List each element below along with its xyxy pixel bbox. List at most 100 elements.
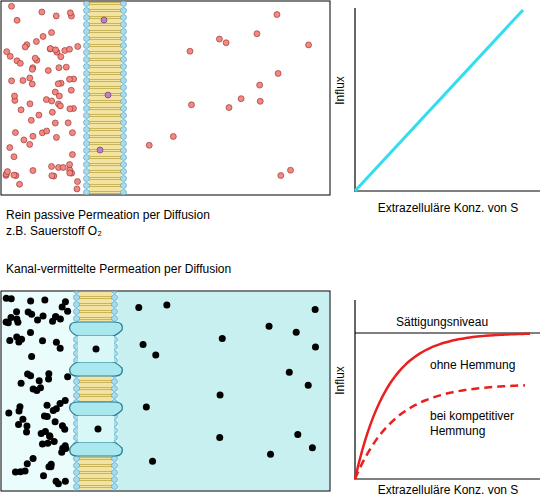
molecule-dot (170, 134, 176, 140)
molecule-dot (238, 96, 244, 102)
molecule-dot (33, 39, 39, 45)
molecule-dot (40, 33, 46, 39)
molecule-dot (22, 44, 28, 50)
molecule-dot (55, 480, 62, 487)
molecule-dot (57, 345, 64, 352)
molecule-dot (288, 167, 294, 173)
molecule-dot (11, 172, 17, 178)
molecule-dot (11, 154, 17, 160)
molecule-dot (27, 141, 33, 147)
axis-title: Influx (333, 366, 348, 395)
molecule-dot (12, 93, 18, 99)
molecule-dot (49, 98, 55, 104)
molecule-dot (13, 316, 20, 323)
molecule-dot (40, 312, 47, 319)
molecule-dot (52, 418, 59, 425)
oxygen-molecules (3, 3, 312, 192)
saturation-chart (354, 300, 540, 479)
molecule-dot (163, 302, 170, 309)
molecule-dot (53, 47, 59, 53)
molecule-dot (67, 161, 73, 167)
molecule-dot (12, 130, 18, 136)
molecule-dot (293, 329, 300, 336)
molecule-dot (45, 370, 52, 377)
molecule-dot (135, 304, 142, 311)
molecule-dot (17, 181, 23, 187)
molecule-dot (105, 92, 111, 98)
molecule-dot (275, 70, 281, 76)
molecule-dot (95, 426, 102, 433)
molecule-dot (45, 68, 51, 74)
lipid-bilayer (73, 292, 118, 491)
axis-title: Extrazelluläre Konz. von S (378, 483, 519, 498)
molecule-dot (30, 455, 37, 462)
molecule-dot (219, 335, 226, 342)
channel-pore (78, 416, 114, 442)
molecule-dot (62, 478, 69, 485)
molecule-dot (28, 117, 34, 123)
molecule-dot (309, 444, 316, 451)
molecule-dot (75, 43, 81, 49)
molecule-dot (47, 46, 53, 52)
molecule-dot (44, 402, 51, 409)
lipid-bilayer (83, 2, 127, 195)
molecule-dot (305, 382, 312, 389)
molecule-dot (62, 397, 69, 404)
molecule-dot (49, 30, 55, 36)
molecule-dot (69, 130, 75, 136)
molecule-dot (52, 120, 58, 126)
molecule-dot (19, 416, 26, 423)
molecule-dot (3, 295, 10, 302)
molecule-dot (67, 10, 73, 16)
molecule-dot (53, 405, 60, 412)
molecule-dot (306, 42, 312, 48)
molecule-dot (30, 386, 37, 393)
molecule-dot (28, 353, 35, 360)
molecule-dot (274, 12, 280, 18)
molecule-dot (217, 392, 224, 399)
molecule-dot (30, 133, 36, 139)
extracellular-space (118, 292, 329, 490)
molecule-dot (4, 49, 10, 55)
molecule-dot (152, 351, 159, 358)
molecule-dot (7, 145, 13, 151)
curve-label: Sättigungsniveau (396, 315, 488, 330)
molecule-dot (18, 336, 25, 343)
molecule-dot (16, 403, 23, 410)
molecule-dot (17, 60, 23, 66)
molecule-dot (56, 65, 62, 71)
molecule-dot (101, 17, 107, 23)
molecule-dot (216, 434, 223, 441)
uninhibited-curve (355, 334, 530, 479)
molecule-dot (39, 9, 45, 15)
molecule-dot (149, 458, 156, 465)
molecule-dot (67, 170, 73, 176)
molecule-dot (257, 98, 263, 104)
molecule-dot (18, 380, 25, 387)
y-axis (354, 8, 355, 191)
molecule-dot (286, 369, 293, 376)
channel-protein (70, 322, 123, 336)
axis-title: Influx (333, 76, 348, 105)
molecule-dot (58, 449, 65, 456)
molecule-dot (6, 337, 13, 344)
molecule-dot (29, 81, 35, 87)
molecule-dot (97, 147, 103, 153)
curve-label: ohne Hemmung (430, 358, 515, 373)
x-axis (354, 478, 540, 479)
molecule-dot (36, 112, 42, 118)
molecule-dot (46, 433, 53, 440)
molecule-dot (44, 128, 50, 134)
compartment-box (1, 291, 330, 491)
molecule-dot (39, 440, 46, 447)
molecule-dot (60, 164, 66, 170)
molecule-dot (3, 318, 10, 325)
molecule-dot (18, 107, 24, 113)
molecule-dot (23, 429, 30, 436)
curve-label: bei kompetitiver Hemmung (430, 409, 538, 439)
solute-molecules (3, 295, 319, 488)
molecule-dot (21, 137, 27, 143)
molecule-dot (140, 341, 147, 348)
molecule-dot (266, 323, 273, 330)
